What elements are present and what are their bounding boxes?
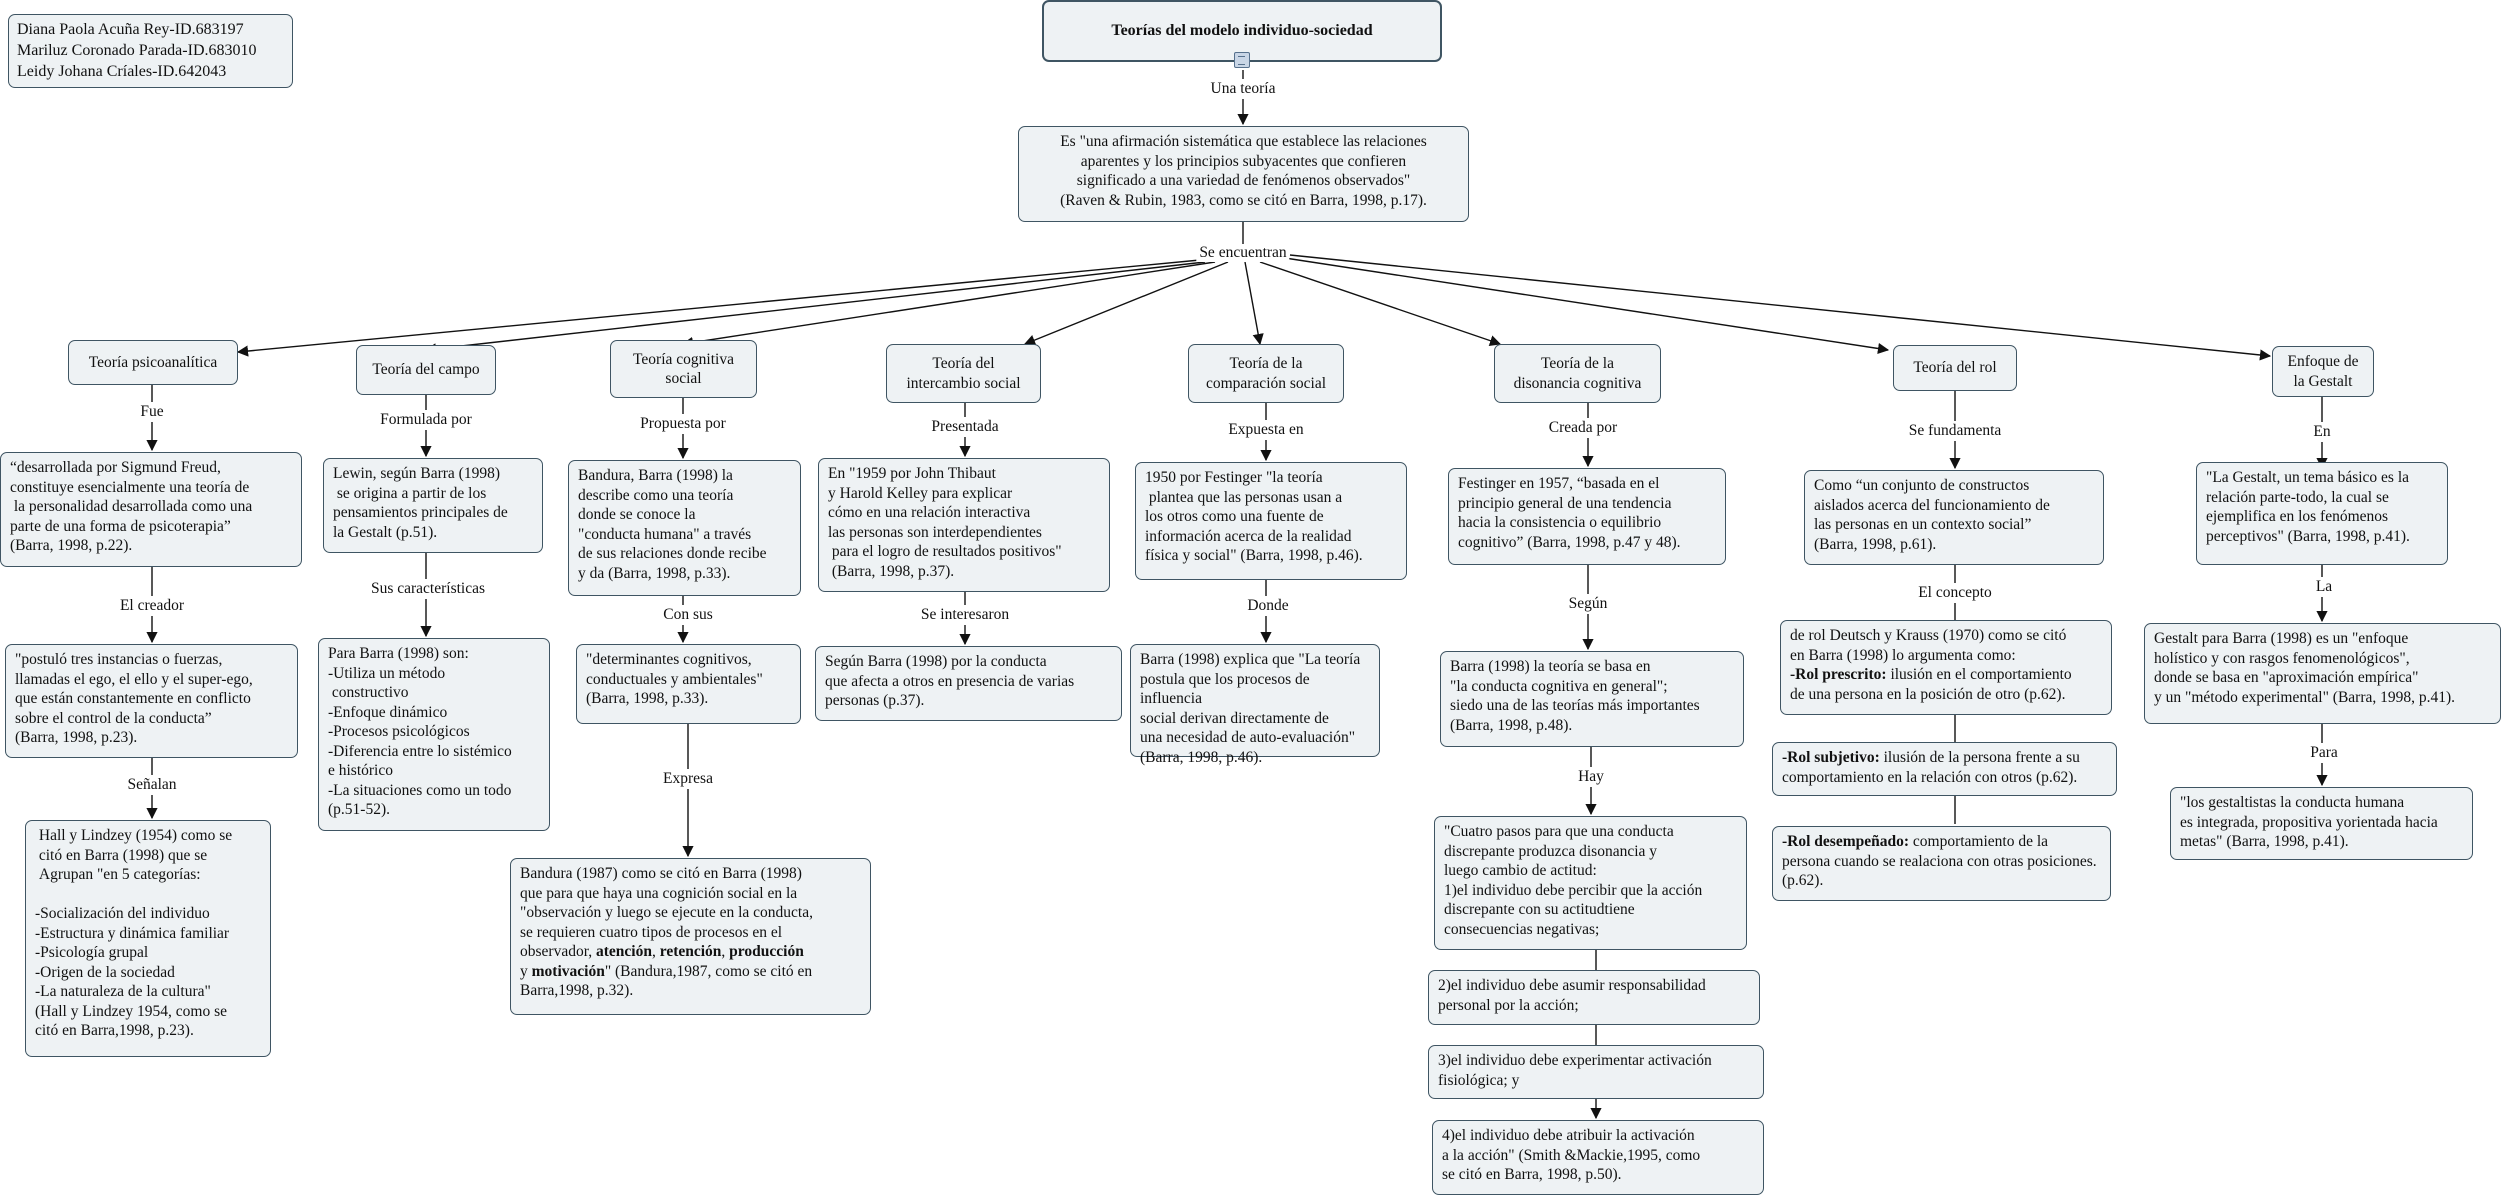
rol-prescrito-node[interactable]: de rol Deutsch y Krauss (1970) como se c… xyxy=(1780,620,2112,715)
rol-prescrito-term: -Rol prescrito: xyxy=(1790,666,1887,683)
authors-box: Diana Paola Acuña Rey-ID.683197 Mariluz … xyxy=(8,14,293,88)
rol-subjetivo-text: ilusión de la persona frente a su compor… xyxy=(1782,749,2080,786)
comparacion-influencia-node[interactable]: Barra (1998) explica que "La teoría post… xyxy=(1130,644,1380,766)
psicoanalitica-categorias-node[interactable]: Hall y Lindzey (1954) como se citó en Ba… xyxy=(25,820,271,1057)
disonancia-paso-1-node[interactable]: "Cuatro pasos para que una conducta disc… xyxy=(1434,816,1747,950)
atencion-term: atención xyxy=(596,943,652,960)
link-la: La xyxy=(2312,578,2336,596)
link-donde: Donde xyxy=(1244,597,1292,615)
link-con-sus: Con sus xyxy=(660,606,716,624)
cognitiva-bandura-node[interactable]: Bandura, Barra (1998) la describe como u… xyxy=(568,460,801,596)
theory-campo[interactable]: Teoría del campo xyxy=(356,345,496,395)
retencion-term: retención xyxy=(659,943,722,960)
disonancia-paso-2-node[interactable]: 2)el individuo debe asumir responsabilid… xyxy=(1428,970,1760,1025)
motivacion-term: motivación xyxy=(531,962,605,980)
disonancia-festinger-node[interactable]: Festinger en 1957, “basada en el princip… xyxy=(1448,468,1726,565)
theory-intercambio-social[interactable]: Teoría del intercambio social xyxy=(886,344,1041,403)
rol-constructos-node[interactable]: Como “un conjunto de constructos aislado… xyxy=(1804,470,2104,565)
author-3: Leidy Johana Críales-ID.642043 xyxy=(17,63,227,80)
theory-disonancia-cognitiva[interactable]: Teoría de la disonancia cognitiva xyxy=(1494,344,1661,403)
rol-desempenado-node[interactable]: -Rol desempeñado: comportamiento de la p… xyxy=(1772,826,2111,901)
separator: , xyxy=(721,943,730,960)
disonancia-paso-4-node[interactable]: 4)el individuo debe atribuir la activaci… xyxy=(1432,1120,1764,1195)
separator: y xyxy=(520,962,528,980)
theory-gestalt[interactable]: Enfoque de la Gestalt xyxy=(2272,346,2374,397)
link-segun: Según xyxy=(1565,595,1611,613)
rol-desempenado-text: comportamiento de la persona cuando se r… xyxy=(1782,833,2097,889)
disonancia-paso-3-node[interactable]: 3)el individuo debe experimentar activac… xyxy=(1428,1045,1764,1099)
link-se-interesaron: Se interesaron xyxy=(917,606,1013,624)
link-presentada: Presentada xyxy=(928,418,1002,436)
theory-cognitiva-social[interactable]: Teoría cognitiva social xyxy=(610,340,757,398)
link-expresa: Expresa xyxy=(660,770,716,788)
rol-concepto-text: de rol Deutsch y Krauss (1970) como se c… xyxy=(1790,627,2067,664)
link-expuesta-en: Expuesta en xyxy=(1225,421,1307,439)
gestalt-parte-todo-node[interactable]: "La Gestalt, un tema básico es la relaci… xyxy=(2196,462,2448,565)
disonancia-conducta-node[interactable]: Barra (1998) la teoría se basa en "la co… xyxy=(1440,651,1744,747)
theory-rol[interactable]: Teoría del rol xyxy=(1893,345,2017,391)
note-icon[interactable] xyxy=(1234,52,1250,68)
gestalt-conducta-node[interactable]: "los gestaltistas la conducta humana es … xyxy=(2170,787,2473,860)
rol-prescrito-text: ilusión en el comportamiento de una pers… xyxy=(1790,666,2072,703)
campo-caracteristicas-node[interactable]: Para Barra (1998) son: -Utiliza un métod… xyxy=(318,638,550,831)
campo-lewin-node[interactable]: Lewin, según Barra (1998) se origina a p… xyxy=(323,458,543,553)
link-se-encuentran: Se encuentran xyxy=(1196,244,1290,262)
procesos-text: Bandura (1987) como se citó en Barra (19… xyxy=(520,865,813,960)
definition-node[interactable]: Es "una afirmación sistemática que estab… xyxy=(1018,126,1469,222)
theory-psicoanalitica[interactable]: Teoría psicoanalítica xyxy=(68,340,238,385)
psicoanalitica-def-node[interactable]: “desarrollada por Sigmund Freud, constit… xyxy=(0,452,302,567)
link-sus-caracteristicas: Sus características xyxy=(367,580,489,598)
author-2: Mariluz Coronado Parada-ID.683010 xyxy=(17,42,257,59)
rol-subjetivo-term: -Rol subjetivo: xyxy=(1782,749,1880,766)
link-formulada-por: Formulada por xyxy=(377,411,475,429)
citation-text: " (Bandura,1987, como se citó en Barra,1… xyxy=(520,962,813,1000)
cognitiva-determinantes-node[interactable]: "determinantes cognitivos, conductuales … xyxy=(576,644,801,724)
rol-subjetivo-node[interactable]: -Rol subjetivo: ilusión de la persona fr… xyxy=(1772,742,2117,796)
link-propuesta-por: Propuesta por xyxy=(637,415,729,433)
link-se-fundamenta: Se fundamenta xyxy=(1905,422,2005,440)
link-senalan: Señalan xyxy=(124,776,180,794)
gestalt-enfoque-node[interactable]: Gestalt para Barra (1998) es un "enfoque… xyxy=(2144,623,2501,724)
intercambio-conducta-node[interactable]: Según Barra (1998) por la conducta que a… xyxy=(815,646,1122,721)
rol-desempenado-term: -Rol desempeñado: xyxy=(1782,833,1910,850)
link-para: Para xyxy=(2307,744,2341,762)
root-topic-label: Teorías del modelo individuo-sociedad xyxy=(1111,22,1373,40)
psicoanalitica-instancias-node[interactable]: "postuló tres instancias o fuerzas, llam… xyxy=(5,644,298,758)
theory-comparacion-social[interactable]: Teoría de la comparación social xyxy=(1188,344,1344,403)
link-una-teoria: Una teoría xyxy=(1207,80,1279,98)
intercambio-thibaut-node[interactable]: En "1959 por John Thibaut y Harold Kelle… xyxy=(818,458,1110,592)
link-creada-por: Creada por xyxy=(1545,419,1621,437)
produccion-term: producción xyxy=(729,943,804,960)
link-el-concepto: El concepto xyxy=(1915,584,1995,602)
cognitiva-procesos-node[interactable]: Bandura (1987) como se citó en Barra (19… xyxy=(510,858,871,1015)
comparacion-festinger-node[interactable]: 1950 por Festinger "la teoría plantea qu… xyxy=(1135,462,1407,580)
link-hay: Hay xyxy=(1575,768,1607,786)
author-1: Diana Paola Acuña Rey-ID.683197 xyxy=(17,21,244,38)
link-el-creador: El creador xyxy=(116,597,188,615)
link-en: En xyxy=(2310,423,2334,441)
link-fue: Fue xyxy=(137,403,167,421)
separator: , xyxy=(651,943,660,960)
